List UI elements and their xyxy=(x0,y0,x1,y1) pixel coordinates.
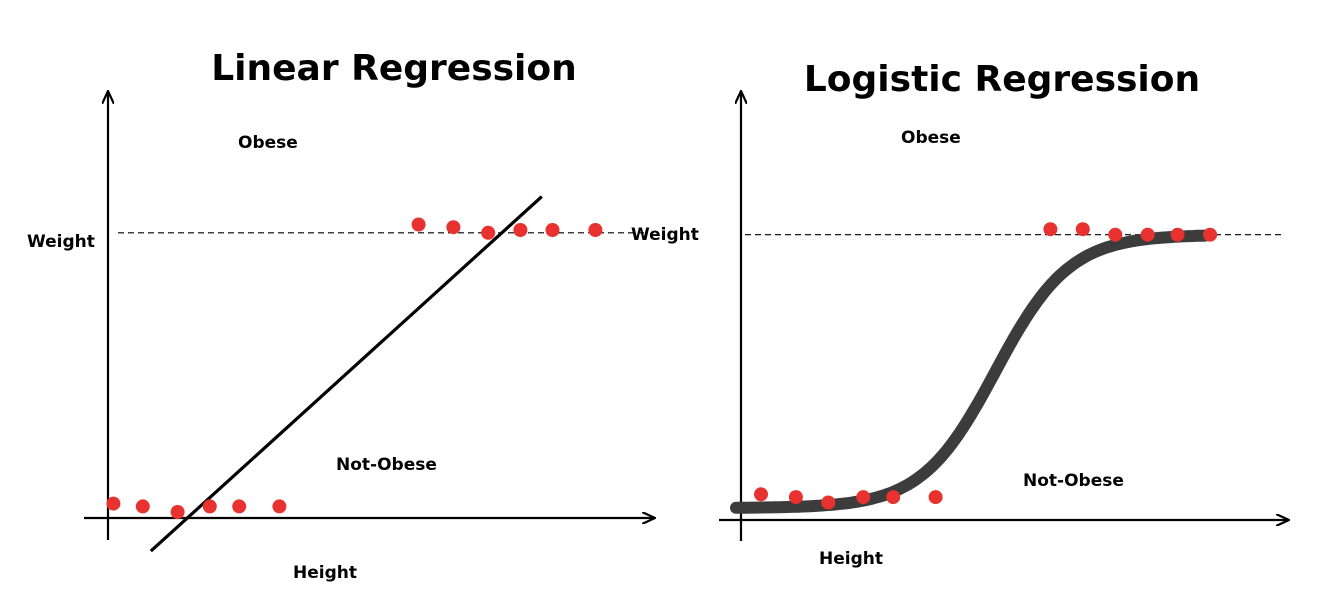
logistic-sigmoid-curve xyxy=(730,229,1212,514)
linear-not-obese-label: Not-Obese xyxy=(336,455,437,475)
logistic-x-axis-label: Height xyxy=(819,549,883,569)
logistic-data-point xyxy=(928,490,943,505)
logistic-data-point xyxy=(788,490,803,505)
linear-chart-title: Linear Regression xyxy=(211,48,577,89)
logistic-data-point xyxy=(1170,227,1185,242)
linear-fit-line xyxy=(149,195,543,553)
linear-data-point xyxy=(106,496,121,511)
linear-data-point xyxy=(170,505,185,519)
linear-data-point xyxy=(232,499,247,514)
logistic-data-point xyxy=(1075,222,1090,237)
logistic-regression-panel: Logistic Regression Weight Height Obese … xyxy=(631,59,1288,569)
linear-regression-panel: Linear Regression Weight Height Obese No… xyxy=(27,48,654,583)
logistic-data-point xyxy=(856,490,871,505)
logistic-obese-label: Obese xyxy=(901,128,961,148)
linear-data-point xyxy=(545,223,560,237)
logistic-chart-title: Logistic Regression xyxy=(804,59,1200,100)
logistic-not-obese-label: Not-Obese xyxy=(1023,471,1124,491)
linear-obese-label: Obese xyxy=(238,133,298,153)
linear-data-point xyxy=(135,499,150,514)
linear-data-point xyxy=(272,499,287,514)
logistic-data-point xyxy=(1108,227,1123,242)
logistic-data-point xyxy=(1203,227,1218,242)
linear-data-point xyxy=(202,499,217,514)
logistic-data-point xyxy=(886,490,901,505)
linear-data-point xyxy=(411,217,426,232)
logistic-data-point xyxy=(821,495,836,510)
logistic-data-point xyxy=(754,487,768,502)
linear-data-point xyxy=(513,223,528,237)
linear-data-point xyxy=(588,223,603,237)
logistic-data-points xyxy=(754,222,1218,510)
logistic-data-point xyxy=(1140,227,1155,242)
linear-data-points xyxy=(106,217,603,519)
logistic-data-point xyxy=(1043,222,1058,237)
logistic-y-axis-label: Weight xyxy=(631,225,699,245)
linear-y-axis-label: Weight xyxy=(27,232,95,252)
linear-data-point xyxy=(481,225,496,240)
linear-data-point xyxy=(446,220,461,235)
linear-x-axis-label: Height xyxy=(293,563,357,583)
